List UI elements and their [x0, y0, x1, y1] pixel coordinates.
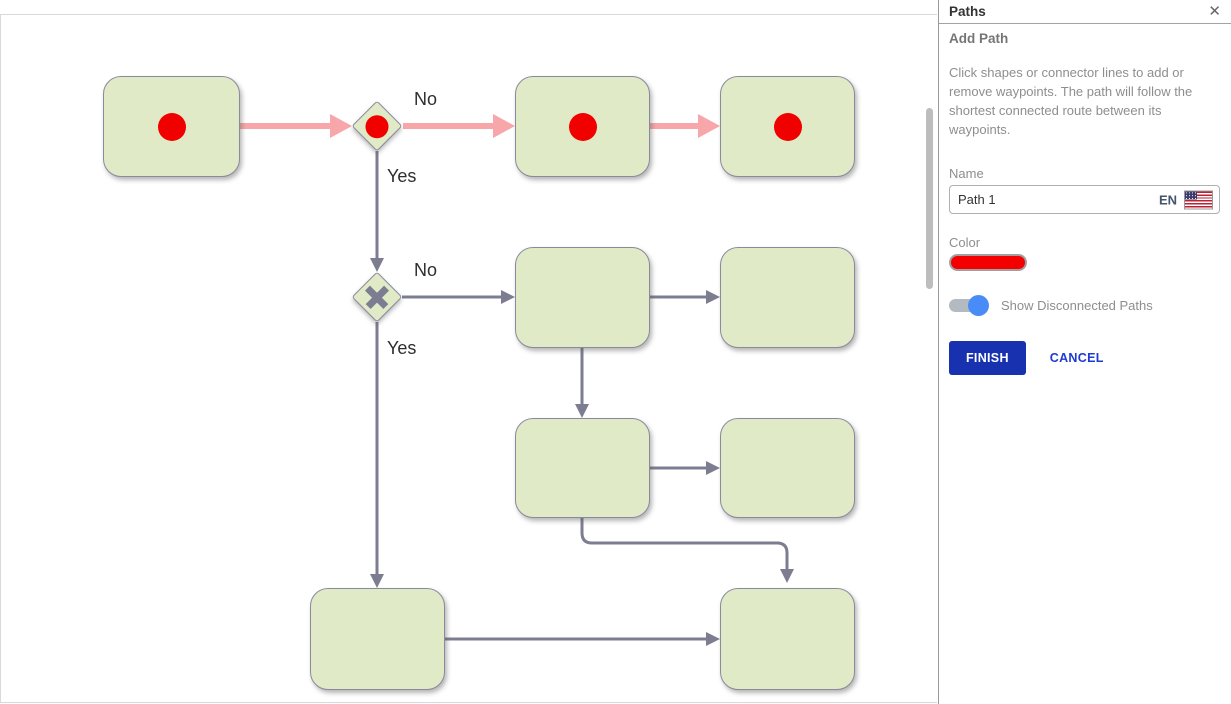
arrowhead-icon: [370, 574, 384, 588]
us-flag-icon: [1184, 190, 1213, 209]
waypoint-marker[interactable]: [773, 112, 802, 141]
action-buttons: FINISH CANCEL: [949, 341, 1220, 375]
flowchart-node[interactable]: [515, 76, 650, 177]
close-icon[interactable]: ✕: [1208, 3, 1221, 20]
branch-label-no: No: [414, 260, 438, 280]
arrowhead-icon: [501, 290, 515, 304]
flowchart-node[interactable]: [310, 588, 445, 690]
arrowhead-icon: [780, 569, 794, 583]
arrowhead-icon: [706, 290, 720, 304]
finish-button[interactable]: FINISH: [949, 341, 1026, 375]
path-arrowhead-icon: [698, 114, 720, 138]
branch-label-yes: Yes: [387, 166, 417, 186]
flowchart-node[interactable]: [720, 588, 855, 690]
paths-panel: Paths ✕ Add Path Click shapes or connect…: [938, 0, 1231, 704]
flag-canton: [1185, 191, 1197, 200]
connectors: [370, 151, 794, 646]
panel-title: Paths: [949, 4, 986, 19]
waypoint-marker[interactable]: [360, 109, 394, 143]
waypoint-marker[interactable]: [157, 112, 186, 141]
branch-label-no: No: [414, 89, 438, 109]
color-label: Color: [949, 235, 981, 250]
connectors-layer: [240, 114, 794, 646]
name-input[interactable]: [949, 185, 1220, 214]
flowchart-node[interactable]: [103, 76, 240, 177]
section-title: Add Path: [949, 31, 1009, 46]
flowchart-node[interactable]: [515, 247, 650, 348]
path-arrowhead-icon: [330, 114, 352, 138]
canvas-scrollbar-thumb[interactable]: [926, 108, 933, 289]
instructions-text: Click shapes or connector lines to add o…: [949, 65, 1193, 137]
name-field-wrap: EN: [949, 185, 1220, 214]
panel-body: Add Path Click shapes or connector lines…: [939, 24, 1231, 375]
waypoint-marker[interactable]: [568, 112, 597, 141]
color-swatch[interactable]: [949, 254, 1027, 271]
name-label: Name: [949, 166, 984, 181]
flowchart-node[interactable]: [720, 418, 855, 518]
highlighted-path: [240, 114, 720, 138]
flowchart-node[interactable]: [515, 418, 650, 518]
language-badge[interactable]: EN: [1159, 190, 1213, 209]
arrowhead-icon: [706, 632, 720, 646]
connector-elbow-line[interactable]: [580, 518, 789, 575]
language-code: EN: [1158, 192, 1177, 207]
toggle-row: Show Disconnected Paths: [949, 295, 1220, 316]
arrowhead-icon: [706, 461, 720, 475]
flowchart-node[interactable]: [720, 247, 855, 348]
toggle-label: Show Disconnected Paths: [1001, 298, 1153, 313]
panel-header: Paths ✕: [939, 0, 1231, 24]
flowchart-node[interactable]: [720, 76, 855, 177]
arrowhead-icon: [575, 404, 589, 418]
show-disconnected-toggle[interactable]: [949, 295, 989, 316]
arrowhead-icon: [370, 258, 384, 272]
toggle-knob: [968, 295, 989, 316]
path-arrowhead-icon: [493, 114, 515, 138]
cancel-button[interactable]: CANCEL: [1049, 351, 1104, 365]
branch-label-yes: Yes: [387, 338, 417, 358]
